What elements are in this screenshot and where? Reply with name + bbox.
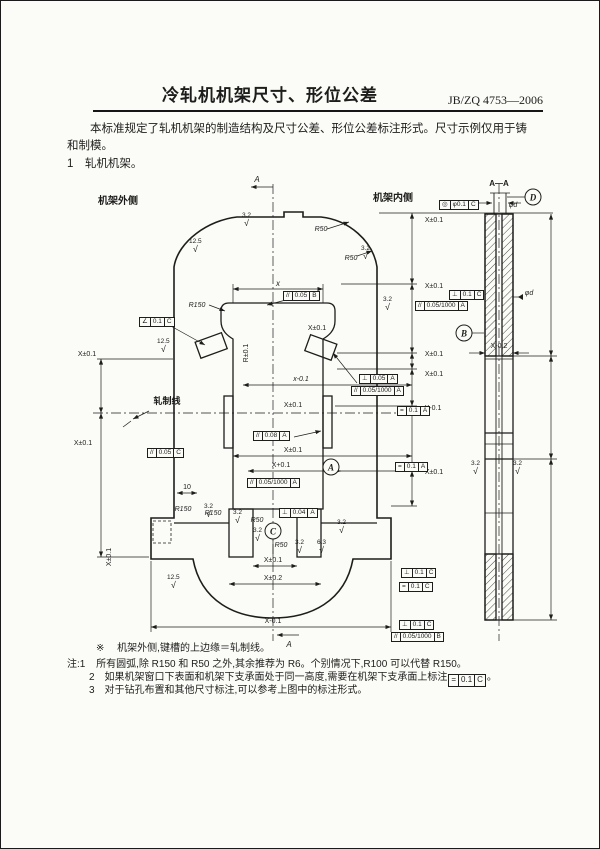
note-3-text: 3 对于钻孔布置和其他尺寸标注,可以参考上图中的标注形式。 (89, 685, 368, 696)
roughness-mark: 3.2√ (383, 296, 393, 312)
dim-label: x-0.1 (292, 376, 309, 383)
roughness-mark: 12.5√ (167, 574, 180, 590)
dim-label: R50 (345, 255, 358, 262)
roughness-mark: 3.2√ (242, 212, 252, 228)
note-3: 3 对于钻孔布置和其他尺寸标注,可以参考上图中的标注形式。 (89, 684, 559, 698)
roughness-mark: 3.2√ (361, 245, 371, 261)
roughness-mark: 3.2√ (233, 509, 243, 525)
footnote-text: 机架外侧,键槽的上边缘＝轧制线。 (117, 643, 270, 654)
dim-label: 10 (183, 484, 191, 491)
dim-label: R50 (315, 226, 328, 233)
dim-label: X±0.1 (284, 402, 302, 409)
dim-label: X±0.1 (425, 469, 443, 476)
section-arrow-label: A (253, 175, 259, 184)
dim-label: X±0.2 (264, 575, 282, 582)
roughness-mark: 3.2√ (513, 460, 523, 476)
datum-circle-B: B (455, 324, 473, 342)
rolling-line-label: 轧制线 (153, 395, 180, 406)
note-2: 2 如果机架窗口下表面和机架下支承面处于同一高度,需要在机架下支承面上标注=0.… (89, 671, 559, 687)
section-label: A—A (489, 179, 509, 188)
dim-label: X-0.1 (425, 405, 442, 412)
section-arrow-label: A (285, 640, 291, 649)
page-title: 冷轧机机架尺寸、形位公差 (162, 86, 378, 105)
side-view (484, 192, 514, 621)
datum-circle-D: D (524, 188, 542, 206)
roughness-mark: 12.5√ (189, 238, 202, 254)
roughness-mark: 3.2√ (471, 460, 481, 476)
dim-label: X±0.1 (425, 283, 443, 290)
dim-label: R150 (175, 506, 192, 513)
front-view-outline (150, 211, 392, 619)
dim-label: X±0.1 (264, 557, 282, 564)
datum-circle-A: A (322, 458, 340, 476)
roughness-mark: 6.3√ (317, 539, 327, 555)
dim-label: X-0.1 (265, 618, 282, 625)
dim-label: R150 (205, 510, 222, 517)
dim-label: X±0.1 (106, 548, 113, 566)
intro-line-1: 本标准规定了轧机机架的制造结构及尺寸公差、形位公差标注形式。尺寸示例仅用于铸 (90, 123, 527, 135)
standard-code: JB/ZQ 4753—2006 (447, 93, 543, 107)
dim-label: X±0.1 (74, 440, 92, 447)
view-label-inner: 机架内侧 (373, 191, 413, 204)
dim-label: φd (525, 290, 535, 297)
note-1: 注:1 所有圆弧,除 R150 和 R50 之外,其余推荐为 R6。个别情况下,… (67, 658, 559, 672)
dim-label: X±0.1 (78, 351, 96, 358)
dim-label: X±0.1 (308, 325, 326, 332)
dim-label: X±0.1 (425, 217, 443, 224)
roughness-mark: 3.2√ (253, 527, 263, 543)
dim-label: X+0.1 (272, 462, 291, 469)
dim-label: X±0.1 (425, 371, 443, 378)
header-rule (93, 110, 543, 112)
note-2-text: 2 如果机架窗口下表面和机架下支承面处于同一高度,需要在机架下支承面上标注 (89, 672, 448, 683)
dimension-lines (97, 184, 557, 638)
drawing-labels: 机架外侧机架内侧轧制线A—AAAxX±0.1X±0.1X±0.1X±0.1X-0… (74, 175, 534, 649)
dim-label: φd (509, 202, 519, 209)
footnote-mark: ※ (96, 643, 105, 654)
dim-label: R±0.1 (243, 344, 250, 363)
dim-label: X-0.2 (491, 343, 508, 350)
dim-label: X±0.1 (425, 351, 443, 358)
section-item: 1 轧机机架。 (67, 158, 143, 170)
notes-label: 注:1 (67, 659, 86, 670)
dim-label: R150 (189, 302, 206, 309)
dim-label: X±0.1 (284, 447, 302, 454)
roughness-mark: 3.2√ (295, 539, 305, 555)
roughness-mark: 3.2√ (337, 519, 347, 535)
dim-label: R50 (251, 517, 264, 524)
note-2-period: 。 (486, 672, 497, 683)
datum-circle-C: C (264, 522, 282, 540)
roughness-mark: 12.5√ (157, 338, 170, 354)
roughness-mark: 3.2√ (204, 503, 214, 519)
dim-label: x (275, 279, 281, 288)
front-view-window (152, 302, 377, 558)
view-label-outer: 机架外侧 (98, 194, 138, 207)
intro-line-2: 和制模。 (67, 140, 113, 152)
note-1-text: 所有圆弧,除 R150 和 R50 之外,其余推荐为 R6。个别情况下,R100… (96, 659, 467, 670)
dim-label: R50 (275, 542, 288, 549)
footnote: ※ 机架外侧,键槽的上边缘＝轧制线。 (96, 642, 559, 656)
